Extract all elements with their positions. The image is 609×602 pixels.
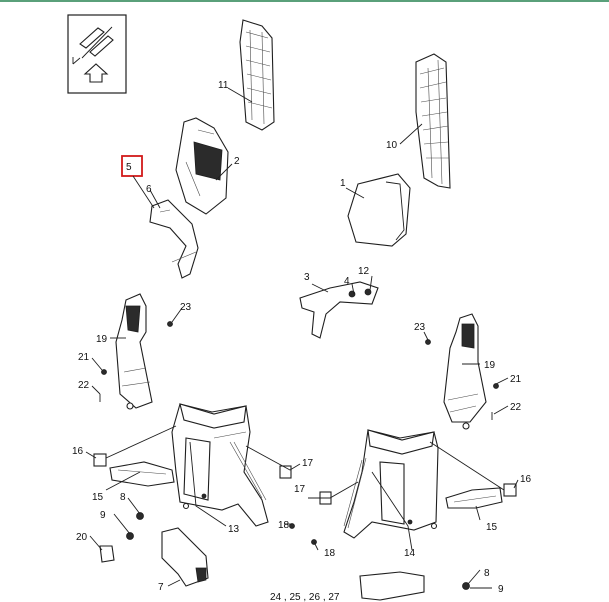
callout-14: 14: [404, 548, 416, 559]
part-7-right-duct: [359, 571, 425, 601]
callout-22-right: 22: [510, 402, 522, 413]
callout-19-left: 19: [96, 334, 108, 345]
part-7-left-duct: [161, 527, 209, 587]
part-19-left-pillar: [115, 293, 153, 410]
callout-19-right: 19: [484, 360, 496, 371]
callout-16-left: 16: [72, 446, 84, 457]
part-6-bracket: [149, 199, 199, 279]
callout-21-right: 21: [510, 374, 522, 385]
callout-12: 12: [358, 266, 370, 277]
part-13-left-console: [171, 403, 269, 527]
part-16-clip-left: [93, 453, 107, 467]
callout-24-27: 24 , 25 , 26 , 27: [270, 592, 340, 602]
part-2-housing: [175, 117, 229, 215]
callout-20: 20: [76, 532, 88, 543]
callout-16-right: 16: [520, 474, 532, 485]
callout-8-left: 8: [120, 492, 126, 503]
callout-17-right: 17: [294, 484, 306, 495]
part-20-cap: [99, 545, 115, 563]
part-11-panel: [239, 19, 275, 131]
callout-8-right: 8: [484, 568, 490, 579]
callout-23-left: 23: [180, 302, 192, 313]
part-10-panel: [415, 53, 451, 189]
callout-18-right: 18: [324, 548, 336, 559]
part-16-clip-right: [503, 483, 517, 497]
part-14-right-console: [343, 429, 439, 539]
callout-11: 11: [218, 80, 229, 91]
callout-7-left: 7: [158, 582, 164, 593]
callout-3: 3: [304, 272, 310, 283]
callout-6: 6: [146, 184, 152, 195]
callout-13: 13: [228, 524, 240, 535]
callout-15-left: 15: [92, 492, 104, 503]
leader-lines: [85, 87, 519, 589]
part-17-clip-left: [279, 465, 292, 479]
callout-15-right: 15: [486, 522, 498, 533]
callout-5: 5: [126, 162, 132, 173]
callout-9-left: 9: [100, 510, 106, 521]
callout-4: 4: [344, 276, 350, 287]
highlighted-callout-5[interactable]: 5: [121, 155, 143, 177]
callout-1: 1: [340, 178, 346, 189]
callout-18-left: 18: [278, 520, 290, 531]
part-15-right-vent: [445, 487, 503, 509]
callout-labels: 11 10 2 1 6 3 4 12 23 23 19 19 21 21 22 …: [72, 80, 532, 602]
callout-17-left: 17: [302, 458, 314, 469]
callout-21-left: 21: [78, 352, 90, 363]
part-1-lens: [347, 173, 411, 247]
fasteners: [99, 321, 499, 590]
orientation-arrow-icon: [67, 14, 127, 94]
part-15-left-vent: [109, 461, 175, 487]
callout-10: 10: [386, 140, 398, 151]
callout-9-right: 9: [498, 584, 504, 595]
callout-22-left: 22: [78, 380, 90, 391]
callout-2: 2: [234, 156, 240, 167]
part-3-bracket: [299, 281, 379, 339]
callout-23-right: 23: [414, 322, 426, 333]
part-19-right-pillar: [443, 313, 487, 430]
